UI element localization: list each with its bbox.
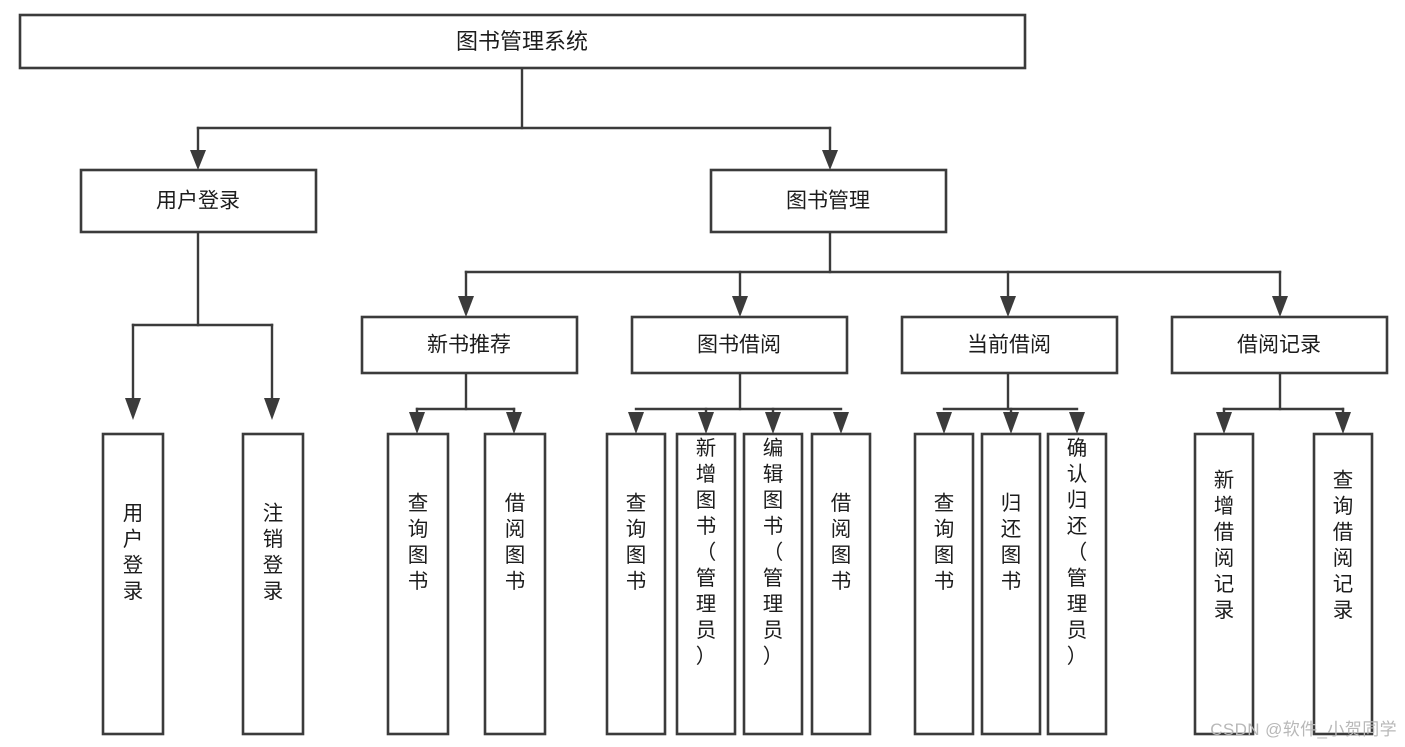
leaf-node-query-book-nb-box[interactable] <box>386 432 450 736</box>
leaf-node-confirm-return[interactable]: 确认归还（管理员） <box>1046 432 1108 736</box>
leaf-node-query-book-bb-label: 查询图书 <box>626 492 647 593</box>
leaf-node-add-borrow-record-label: 新增借阅记录 <box>1214 469 1235 622</box>
leaf-node-borrow-book-bb-box[interactable] <box>810 432 872 736</box>
node-current-borrow-label: 当前借阅 <box>967 334 1051 357</box>
leaf-node-query-book-bb[interactable]: 查询图书 <box>605 432 667 736</box>
arrow-head-leaf-nb2 <box>506 412 522 434</box>
arrow-head-borrow-record <box>1272 296 1288 317</box>
leaf-node-add-borrow-record[interactable]: 新增借阅记录 <box>1193 432 1255 736</box>
leaf-node-logout[interactable]: 注销登录 <box>241 432 305 736</box>
node-user-login-box[interactable] <box>79 168 318 234</box>
leaf-node-edit-book-box[interactable] <box>742 432 804 736</box>
arrow-head-new-book <box>458 296 474 317</box>
node-new-book-recommend-label: 新书推荐 <box>427 334 511 357</box>
leaf-node-borrow-book-nb-box[interactable] <box>483 432 547 736</box>
leaf-node-add-book-label: 新增图书（管理员） <box>696 437 717 668</box>
leaf-node-borrow-book-bb[interactable]: 借阅图书 <box>810 432 872 736</box>
leaf-node-query-borrow-record[interactable]: 查询借阅记录 <box>1312 432 1374 736</box>
arrow-head-leaf-bb3 <box>765 412 781 434</box>
arrow-head-leaf-cb2 <box>1003 412 1019 434</box>
node-book-borrow-label: 图书借阅 <box>697 334 781 357</box>
connector-group-book-mgmt <box>458 230 1288 317</box>
node-book-management[interactable]: 图书管理 <box>709 168 948 234</box>
leaf-node-edit-book-label: 编辑图书（管理员） <box>763 437 784 668</box>
leaf-node-user-login-box[interactable] <box>101 432 165 736</box>
node-new-book-recommend-box[interactable] <box>360 315 579 375</box>
arrow-head-user-login <box>190 150 206 170</box>
leaf-node-return-book[interactable]: 归还图书 <box>980 432 1042 736</box>
leaf-node-logout-label: 注销登录 <box>263 502 284 603</box>
arrow-head-leaf-br2 <box>1335 412 1351 434</box>
arrow-head-book-borrow <box>732 296 748 317</box>
leaf-node-confirm-return-box[interactable] <box>1046 432 1108 736</box>
leaf-node-borrow-book-nb[interactable]: 借阅图书 <box>483 432 547 736</box>
node-user-login[interactable]: 用户登录 <box>79 168 318 234</box>
leaf-node-query-book-bb-box[interactable] <box>605 432 667 736</box>
arrow-head-leaf-nb1 <box>409 412 425 434</box>
node-book-borrow[interactable]: 图书借阅 <box>630 315 849 375</box>
leaf-node-user-login[interactable]: 用户登录 <box>101 432 165 736</box>
leaf-node-borrow-book-bb-label: 借阅图书 <box>831 492 852 593</box>
leaf-node-query-borrow-record-label: 查询借阅记录 <box>1333 469 1354 622</box>
node-current-borrow[interactable]: 当前借阅 <box>900 315 1119 375</box>
arrow-head-leaf-cb3 <box>1069 412 1085 434</box>
leaf-node-confirm-return-label: 确认归还（管理员） <box>1067 437 1088 668</box>
connector-group-current-borrow <box>936 371 1085 434</box>
leaf-node-query-book-cb[interactable]: 查询图书 <box>913 432 975 736</box>
leaf-node-return-book-box[interactable] <box>980 432 1042 736</box>
connector-group-user-login <box>125 230 280 420</box>
connector-group-root <box>190 66 838 170</box>
arrow-head-leaf-cb1 <box>936 412 952 434</box>
leaf-node-return-book-label: 归还图书 <box>1001 492 1022 593</box>
node-borrow-record-box[interactable] <box>1170 315 1389 375</box>
leaf-node-add-book-box[interactable] <box>675 432 737 736</box>
node-borrow-record-label: 借阅记录 <box>1237 334 1321 357</box>
node-book-management-box[interactable] <box>709 168 948 234</box>
leaf-node-query-book-cb-label: 查询图书 <box>934 492 955 593</box>
connector-group-book-borrow <box>628 371 849 434</box>
node-new-book-recommend[interactable]: 新书推荐 <box>360 315 579 375</box>
node-root-system-label: 图书管理系统 <box>456 29 588 54</box>
leaf-node-query-book-cb-box[interactable] <box>913 432 975 736</box>
arrow-head-leaf-br1 <box>1216 412 1232 434</box>
connector-group-borrow-record <box>1216 371 1351 434</box>
arrow-head-leaf-logout <box>264 398 280 420</box>
leaf-node-query-borrow-record-box[interactable] <box>1312 432 1374 736</box>
leaf-node-add-book[interactable]: 新增图书（管理员） <box>675 432 737 736</box>
leaf-node-add-borrow-record-box[interactable] <box>1193 432 1255 736</box>
arrow-head-leaf-bb1 <box>628 412 644 434</box>
arrow-head-leaf-bb4 <box>833 412 849 434</box>
node-book-management-label: 图书管理 <box>786 190 870 213</box>
node-root-system[interactable]: 图书管理系统 <box>18 13 1027 70</box>
arrow-head-leaf-user-login <box>125 398 141 420</box>
leaf-node-query-book-nb[interactable]: 查询图书 <box>386 432 450 736</box>
arrow-head-leaf-bb2 <box>698 412 714 434</box>
node-current-borrow-box[interactable] <box>900 315 1119 375</box>
leaf-node-edit-book[interactable]: 编辑图书（管理员） <box>742 432 804 736</box>
leaf-node-query-book-nb-label: 查询图书 <box>408 492 429 593</box>
node-book-borrow-box[interactable] <box>630 315 849 375</box>
node-borrow-record[interactable]: 借阅记录 <box>1170 315 1389 375</box>
connector-group-new-book <box>409 371 522 434</box>
node-user-login-label: 用户登录 <box>156 190 240 213</box>
leaf-node-borrow-book-nb-label: 借阅图书 <box>505 492 526 593</box>
leaf-node-logout-box[interactable] <box>241 432 305 736</box>
node-root-system-box[interactable] <box>18 13 1027 70</box>
arrow-head-current-borrow <box>1000 296 1016 317</box>
leaf-node-user-login-label: 用户登录 <box>123 502 144 603</box>
arrow-head-book-mgmt <box>822 150 838 170</box>
